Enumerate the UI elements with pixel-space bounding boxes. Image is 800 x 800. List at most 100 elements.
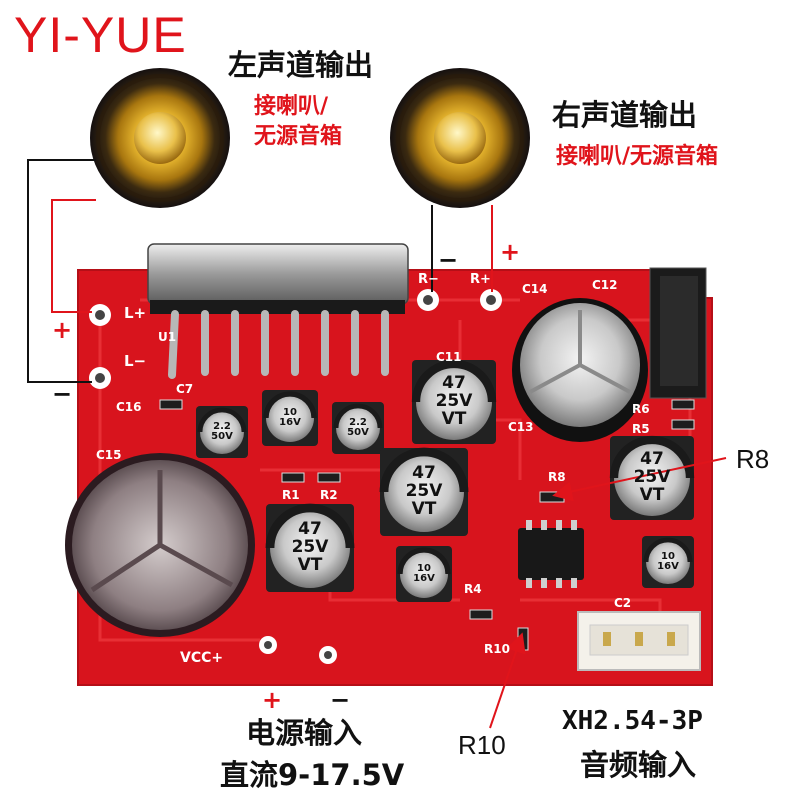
capacitor-body-0 [200, 410, 244, 454]
silk-label-14: C2 [614, 596, 632, 610]
capacitor-c15 [65, 453, 255, 637]
capacitor-text-0-0: 2.2 [213, 420, 231, 432]
capacitor-text-3-0: 47 [442, 373, 466, 394]
silk-vcc: VCC+ [180, 650, 224, 666]
capacitor-band-3 [411, 359, 497, 403]
left-speaker [90, 68, 230, 208]
capacitor-text-6-0: 47 [640, 449, 664, 470]
capacitor-text-4-1: 25V [405, 481, 443, 502]
capacitor-c14 [512, 298, 648, 442]
capacitor-text-2-1: 50V [347, 427, 369, 438]
amplifier-ic-heatsink [147, 243, 409, 379]
capacitor-band-8 [643, 537, 693, 563]
capacitor-text-4-0: 47 [412, 463, 436, 484]
opamp-chip [518, 520, 584, 588]
power-plus-sign: + [262, 686, 283, 714]
right-channel-title: 右声道输出 [552, 98, 698, 132]
r10-callout-label: R10 [458, 730, 506, 760]
capacitor-body-7 [400, 550, 448, 598]
power-minus-sign: − [330, 686, 351, 714]
capacitor-text-4-2: VT [411, 498, 437, 519]
silk-label-9: R6 [632, 402, 650, 416]
silk-label-10: R5 [632, 422, 650, 436]
capacitor-text-8-0: 10 [661, 550, 675, 562]
silk-right-minus: R− [418, 272, 439, 287]
r8-callout-label: R8 [736, 444, 770, 474]
capacitor-band-7 [397, 547, 451, 575]
capacitor-band-5 [265, 503, 355, 549]
capacitor-text-0-1: 50V [211, 431, 233, 442]
capacitor-text-6-2: VT [639, 484, 665, 505]
capacitor-band-0 [197, 407, 247, 433]
silk-label-7: C14 [522, 282, 548, 296]
capacitor-band-4 [379, 447, 469, 493]
silk-label-1: C7 [176, 382, 194, 396]
left-channel-note-1: 接喇叭/ [254, 94, 329, 119]
callout-arrows [489, 457, 727, 729]
capacitor-text-2-0: 2.2 [349, 416, 367, 428]
speaker-wires [27, 159, 493, 383]
right-speaker [390, 68, 530, 208]
capacitor-text-1-0: 10 [283, 406, 297, 418]
silk-label-5: R2 [320, 488, 338, 502]
silk-left-plus: L+ [124, 304, 147, 322]
capacitor-body-4 [384, 452, 464, 532]
silk-label-3: C15 [96, 448, 122, 462]
capacitor-text-3-2: VT [441, 408, 467, 429]
silk-label-8: C12 [592, 278, 618, 292]
capacitor-text-1-1: 16V [279, 417, 301, 428]
capacitor-body-6 [614, 440, 690, 516]
left-plus-sign: + [52, 316, 73, 344]
regulator-component [649, 267, 707, 399]
capacitor-text-8-1: 16V [657, 561, 679, 572]
left-channel-note-2: 无源音箱 [254, 124, 343, 149]
capacitor-text-6-1: 25V [633, 467, 671, 488]
audio-input-connector [577, 611, 701, 671]
silk-label-13: R10 [484, 642, 510, 656]
silk-label-15: C13 [508, 420, 534, 434]
capacitor-body-8 [646, 540, 690, 584]
capacitor-band-6 [609, 435, 695, 479]
silk-label-2: C16 [116, 400, 142, 414]
capacitor-body-3 [416, 364, 492, 440]
capacitor-text-3-1: 25V [435, 391, 473, 412]
capacitor-body-5 [270, 508, 350, 588]
silk-left-minus: L− [124, 352, 147, 370]
capacitor-text-5-2: VT [297, 554, 323, 575]
silk-label-0: U1 [158, 330, 177, 344]
silk-label-11: R8 [548, 470, 566, 484]
capacitor-text-7-0: 10 [417, 562, 431, 574]
right-channel-note: 接喇叭/无源音箱 [556, 144, 719, 169]
left-minus-sign: − [52, 380, 73, 408]
capacitor-text-5-0: 47 [298, 519, 322, 540]
silk-label-12: R4 [464, 582, 482, 596]
connector-type-label: XH2.54-3P [562, 706, 703, 736]
audio-input-label: 音频输入 [580, 748, 697, 782]
brand-logo-text: YI-YUE [14, 7, 187, 63]
capacitor-body-2 [336, 406, 380, 450]
capacitor-text-5-1: 25V [291, 537, 329, 558]
silk-label-4: R1 [282, 488, 300, 502]
capacitor-text-7-1: 16V [413, 573, 435, 584]
capacitor-band-2 [333, 403, 383, 429]
output-terminal-pads [89, 289, 502, 664]
power-input-label: 电源输入 [246, 716, 363, 750]
capacitor-body-1 [266, 394, 314, 442]
smd-capacitors [196, 359, 695, 602]
capacitor-band-1 [263, 391, 317, 419]
right-minus-sign: − [438, 246, 459, 274]
silk-label-6: C11 [436, 350, 462, 364]
left-channel-title: 左声道输出 [228, 48, 374, 82]
silk-right-plus: R+ [470, 272, 491, 287]
